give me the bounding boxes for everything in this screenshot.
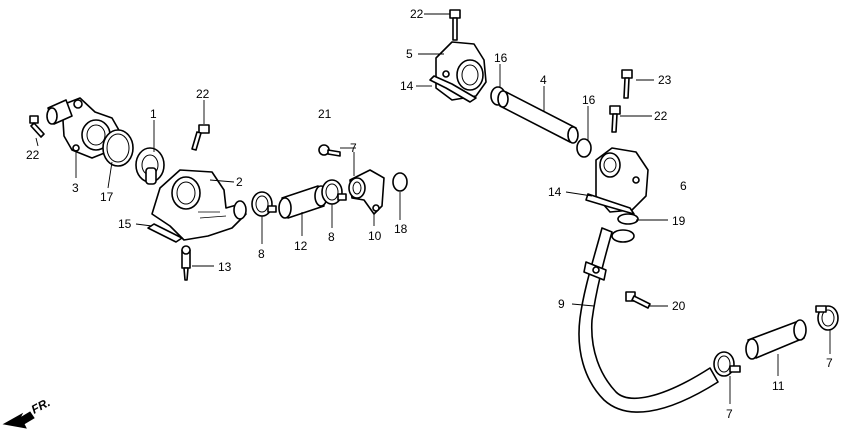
callout-7-right: 7 [826, 356, 833, 370]
callout-2: 2 [236, 175, 243, 189]
bolt [625, 291, 651, 309]
callout-11: 11 [772, 379, 785, 393]
callout-17: 17 [100, 190, 114, 204]
o-ring-gasket [102, 129, 134, 167]
callout-7-lower: 7 [726, 407, 733, 421]
callout-22-mid: 22 [196, 87, 210, 101]
hose-clamp [321, 179, 347, 205]
flange-bolt [609, 105, 621, 133]
callout-4: 4 [540, 73, 547, 87]
front-arrow-icon [2, 411, 35, 429]
callout-16-left: 16 [494, 51, 508, 65]
thermostat [135, 147, 165, 185]
hose-clamp [251, 191, 277, 217]
o-ring [576, 138, 592, 158]
bolt [318, 144, 341, 157]
water-pipe [578, 227, 719, 413]
callout-19: 19 [672, 214, 686, 228]
flange-bolt [449, 9, 461, 41]
callout-3: 3 [72, 181, 79, 195]
connecting-pipe [497, 90, 579, 144]
callout-18: 18 [394, 222, 408, 236]
callout-15: 15 [118, 217, 132, 231]
thermostat-housing [151, 169, 247, 241]
water-hose [278, 185, 328, 219]
callout-22-left: 22 [26, 148, 40, 162]
callout-21: 21 [318, 107, 332, 121]
flange-bolt [29, 115, 45, 138]
front-direction-indicator: FR. [2, 395, 53, 429]
callout-8-left: 8 [258, 247, 265, 261]
leader-lines [35, 13, 831, 404]
hose-clamp [815, 305, 839, 331]
callout-8-right: 8 [328, 230, 335, 244]
o-ring [392, 172, 408, 192]
flange-bolt [191, 124, 210, 151]
callout-14-lower: 14 [548, 185, 562, 199]
callout-13: 13 [218, 260, 232, 274]
o-ring [617, 213, 639, 225]
callout-labels: 22 5 14 16 4 16 23 22 6 14 19 1 2 3 17 1… [26, 7, 833, 421]
callout-1: 1 [150, 107, 157, 121]
callout-6: 6 [680, 179, 687, 193]
callout-16-right: 16 [582, 93, 596, 107]
hose-clamp [713, 351, 741, 377]
callout-9: 9 [558, 297, 565, 311]
callout-23: 23 [658, 73, 672, 87]
callout-20: 20 [672, 299, 686, 313]
temperature-sensor [181, 245, 191, 281]
callout-10: 10 [368, 229, 382, 243]
callout-5: 5 [406, 47, 413, 61]
callout-7-upper: 7 [350, 141, 357, 155]
flange-bolt [621, 69, 633, 99]
water-passage [348, 169, 385, 215]
front-label: FR. [29, 395, 53, 416]
water-passage-elbow [585, 147, 649, 215]
upper-water-outlet [429, 41, 487, 103]
callout-12: 12 [294, 239, 308, 253]
callout-22-top: 22 [410, 7, 424, 21]
callout-14-upper: 14 [400, 79, 414, 93]
water-hose [745, 319, 807, 360]
callout-22-right: 22 [654, 109, 668, 123]
housing-gasket [147, 223, 183, 243]
